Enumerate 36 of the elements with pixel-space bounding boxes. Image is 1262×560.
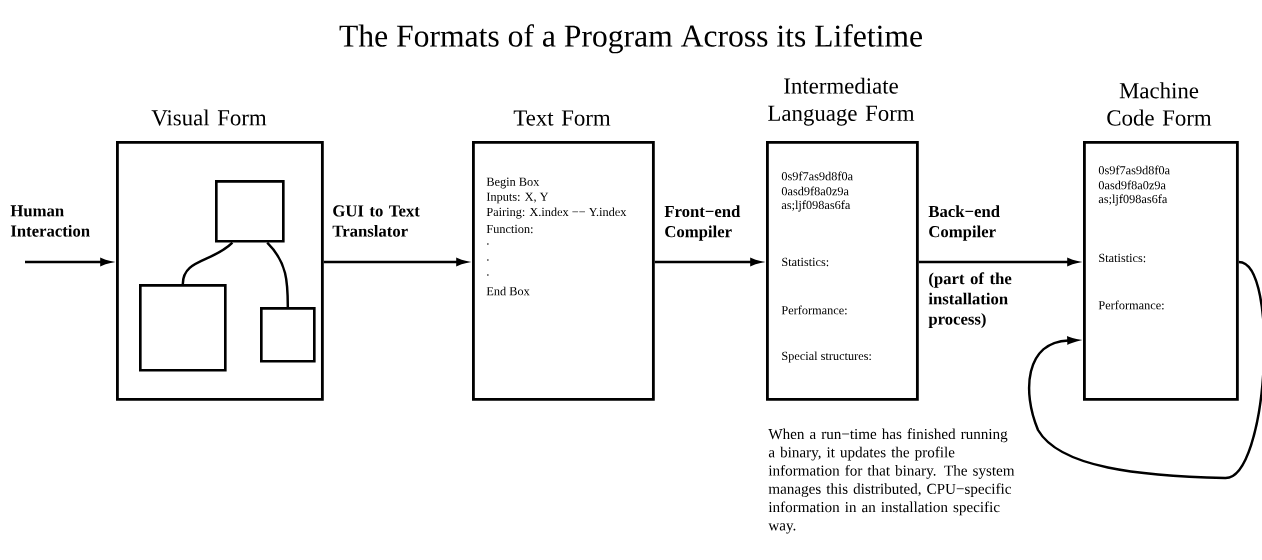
code-line: Begin Box: [486, 177, 540, 189]
diagram-box: [139, 284, 227, 372]
box-heading: Text Form: [513, 110, 611, 126]
code-line: Performance:: [781, 305, 847, 315]
code-line: Performance:: [1098, 300, 1164, 310]
code-line: Function:: [486, 224, 533, 234]
code-line: Special structures:: [782, 351, 871, 363]
connector-line: [266, 241, 290, 307]
edge-label: Back−end Compiler: [928, 205, 1000, 241]
box-heading: Intermediate Language Form: [768, 77, 915, 126]
code-line: End Box: [486, 286, 530, 296]
code-line: 0s9f7as9d8f0a: [781, 171, 853, 181]
edge-label: GUI to Text Translator: [332, 205, 420, 237]
code-line: Pairing: X.index −− Y.index: [486, 207, 627, 219]
code-line: 0s9f7as9d8f0a: [1098, 165, 1170, 175]
code-line: .: [487, 243, 489, 245]
code-line: .: [487, 274, 489, 276]
code-line: .: [487, 259, 489, 261]
loop-arrow: [1028, 260, 1262, 480]
code-line: as;ljf098as6fa: [781, 200, 851, 212]
code-line: Statistics:: [1099, 253, 1146, 263]
diagram-box: [260, 307, 316, 363]
box-heading: Visual Form: [151, 109, 267, 126]
code-line: Statistics:: [782, 257, 829, 267]
box-heading: Machine Code Form: [1107, 82, 1212, 126]
note-text: When a run−time has finished running a binary, it updates the profile information for that binary. The system manages this distributed, CPU−specific information in an installation specific way.: [768, 428, 1015, 534]
connector-line: [181, 241, 234, 285]
code-line: Inputs: X, Y: [486, 192, 549, 204]
title: The Formats of a Program Across its Lifetime: [339, 24, 922, 54]
code-line: as;ljf098as6fa: [1098, 194, 1168, 206]
diagram-box: [215, 180, 285, 243]
edge-label: Front−end Compiler: [664, 205, 741, 241]
code-line: 0asd9f8a0z9a: [1098, 180, 1166, 190]
code-line: 0asd9f8a0z9a: [781, 186, 849, 196]
note-text: (part of the installation process): [928, 272, 1012, 329]
edge-label: Human Interaction: [10, 205, 90, 237]
